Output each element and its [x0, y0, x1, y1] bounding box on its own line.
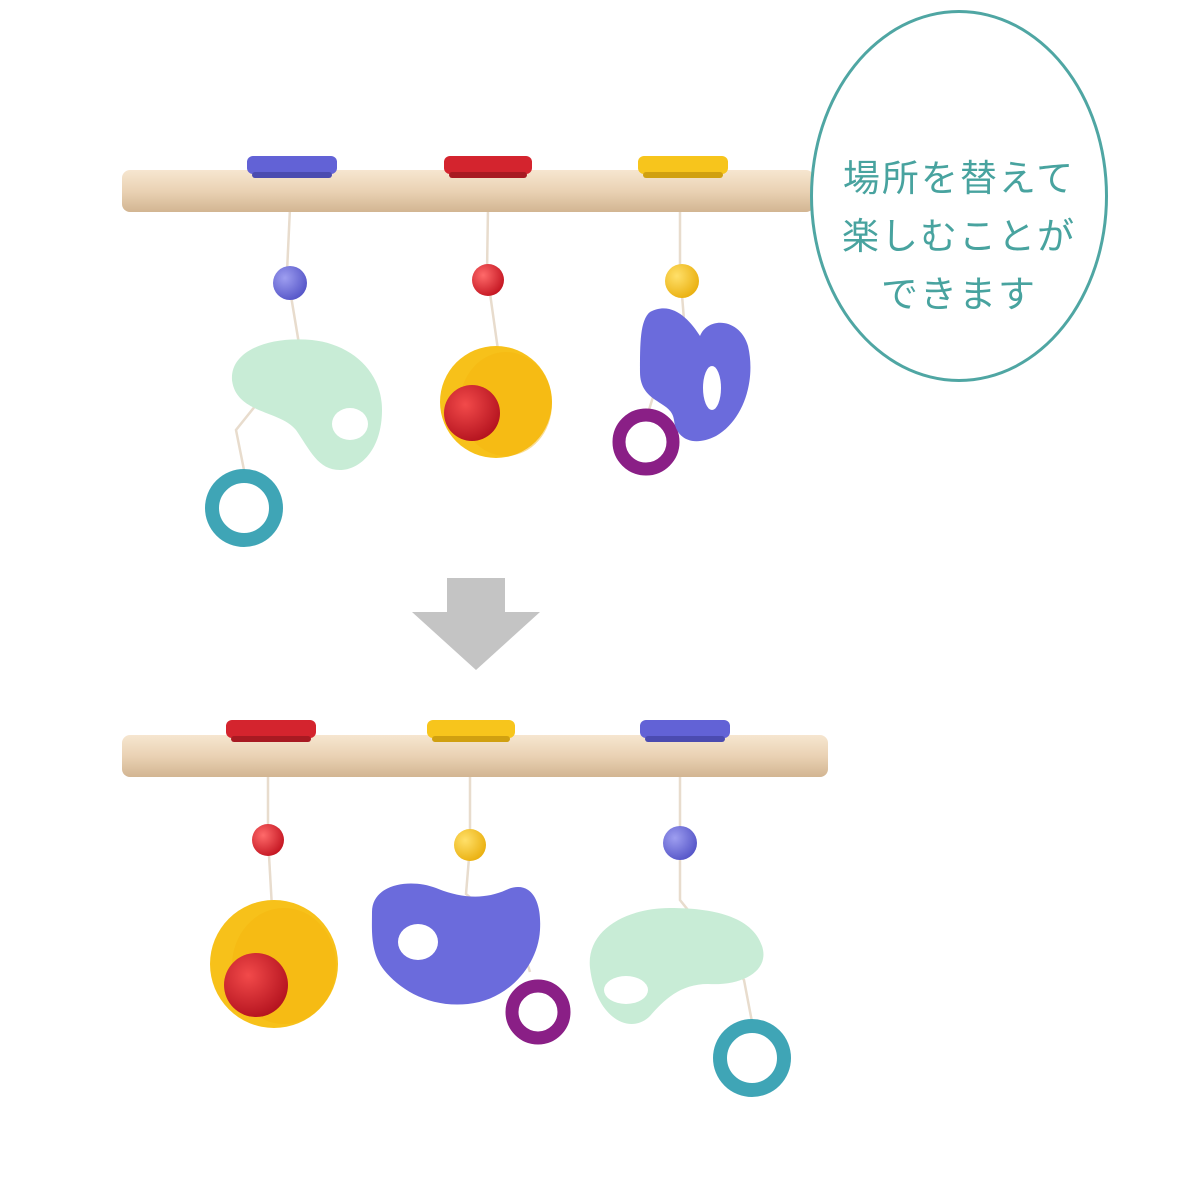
bottom-mint-comma	[589, 908, 764, 1025]
callout-circle	[810, 10, 1108, 382]
top-red-knob	[444, 385, 500, 441]
bottom-row	[122, 720, 828, 1097]
bottom-blue-comma	[371, 883, 541, 1005]
bottom-tab-red	[226, 720, 316, 738]
bottom-teal-ring	[713, 1019, 791, 1097]
bottom-bead-red	[252, 824, 284, 856]
top-bead-yellow	[665, 264, 699, 298]
callout-line-1: 場所を替えて	[842, 157, 1076, 200]
bottom-tab-yellow	[427, 720, 515, 738]
top-teal-ring	[205, 469, 283, 547]
top-tab-yellow	[638, 156, 728, 174]
callout-line-2: 楽しむことが	[842, 215, 1076, 258]
top-bead-blue	[273, 266, 307, 300]
top-tab-red	[444, 156, 532, 174]
bottom-tab-blue	[640, 720, 730, 738]
down-arrow-icon	[412, 578, 540, 670]
bottom-purple-ring	[505, 979, 571, 1045]
top-tab-blue	[247, 156, 337, 174]
bottom-bead-yellow	[454, 829, 486, 861]
top-bead-red	[472, 264, 504, 296]
callout-text: 場所を替えて 楽しむことが できます	[815, 150, 1103, 324]
top-row	[122, 156, 814, 547]
callout-line-3: できます	[881, 273, 1037, 316]
top-purple-ring	[612, 408, 680, 476]
bottom-bead-blue	[663, 826, 697, 860]
bottom-red-knob	[224, 953, 288, 1017]
top-wooden-bar	[122, 170, 814, 212]
top-blue-comma	[640, 308, 751, 442]
top-mint-comma	[231, 339, 382, 470]
bottom-wooden-bar	[122, 735, 828, 777]
